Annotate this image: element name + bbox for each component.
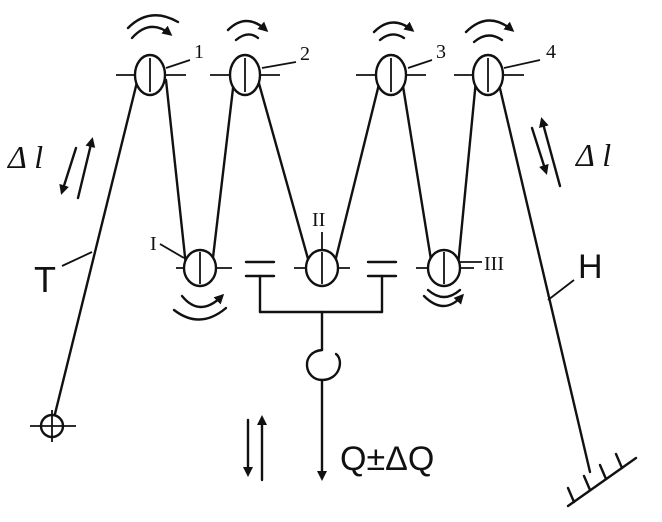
sheave-III [416,248,482,308]
sheave-II [294,232,350,288]
rotation-arrow-icon [234,33,260,42]
rotation-arrow-icon [372,21,415,34]
rotation-arrow-icon [472,34,504,44]
sheave-I [159,243,232,321]
rope-segment-2-II [256,78,312,268]
rotation-arrow-icon [130,25,173,40]
rope [50,76,592,474]
sheave-1 [116,14,191,97]
label-H: H [578,248,603,286]
rotation-arrow-icon [378,33,406,42]
label-pulley-II: II [312,209,325,231]
rope-segment-1-I [164,78,188,268]
leader-H [547,279,575,301]
label-pulley-1: 1 [194,41,204,63]
label-pulley-2: 2 [300,43,310,65]
label-pulley-I: I [150,233,157,255]
rope-segment-H [496,78,592,474]
double-arrow-right [530,117,562,188]
sheave-3 [356,21,433,97]
fixed-support-right [566,452,638,508]
sheave-4 [454,19,541,97]
rotation-arrow-icon [226,19,269,33]
label-pulley-4: 4 [546,41,556,63]
label-delta-l-right: Δ l [574,137,611,173]
anchor-point-left [30,410,76,442]
rope-segment-I-2 [210,78,236,268]
rotation-arrow-icon [464,19,515,34]
label-delta-l-left: Δ l [6,139,43,175]
rotation-arrow-icon [172,306,228,321]
rotation-arrow-icon [426,288,462,299]
label-T: T [34,259,56,300]
rope-segment-II-3 [332,78,382,268]
rope-segment-3-III [400,78,434,268]
label-pulley-3: 3 [436,41,446,63]
label-load: Q±ΔQ [340,440,434,478]
rotation-arrow-icon [126,14,180,30]
rope-segment-T [50,76,140,428]
rotation-arrow-icon [422,293,465,308]
rotation-arrow-icon [180,293,225,309]
double-arrow-bottom [243,415,267,482]
leader-T [61,251,93,267]
double-arrow-left [59,137,96,200]
label-pulley-III: III [484,253,504,275]
sheave-2 [210,19,297,97]
rope-segment-III-4 [456,78,478,268]
hook-icon [305,348,342,382]
